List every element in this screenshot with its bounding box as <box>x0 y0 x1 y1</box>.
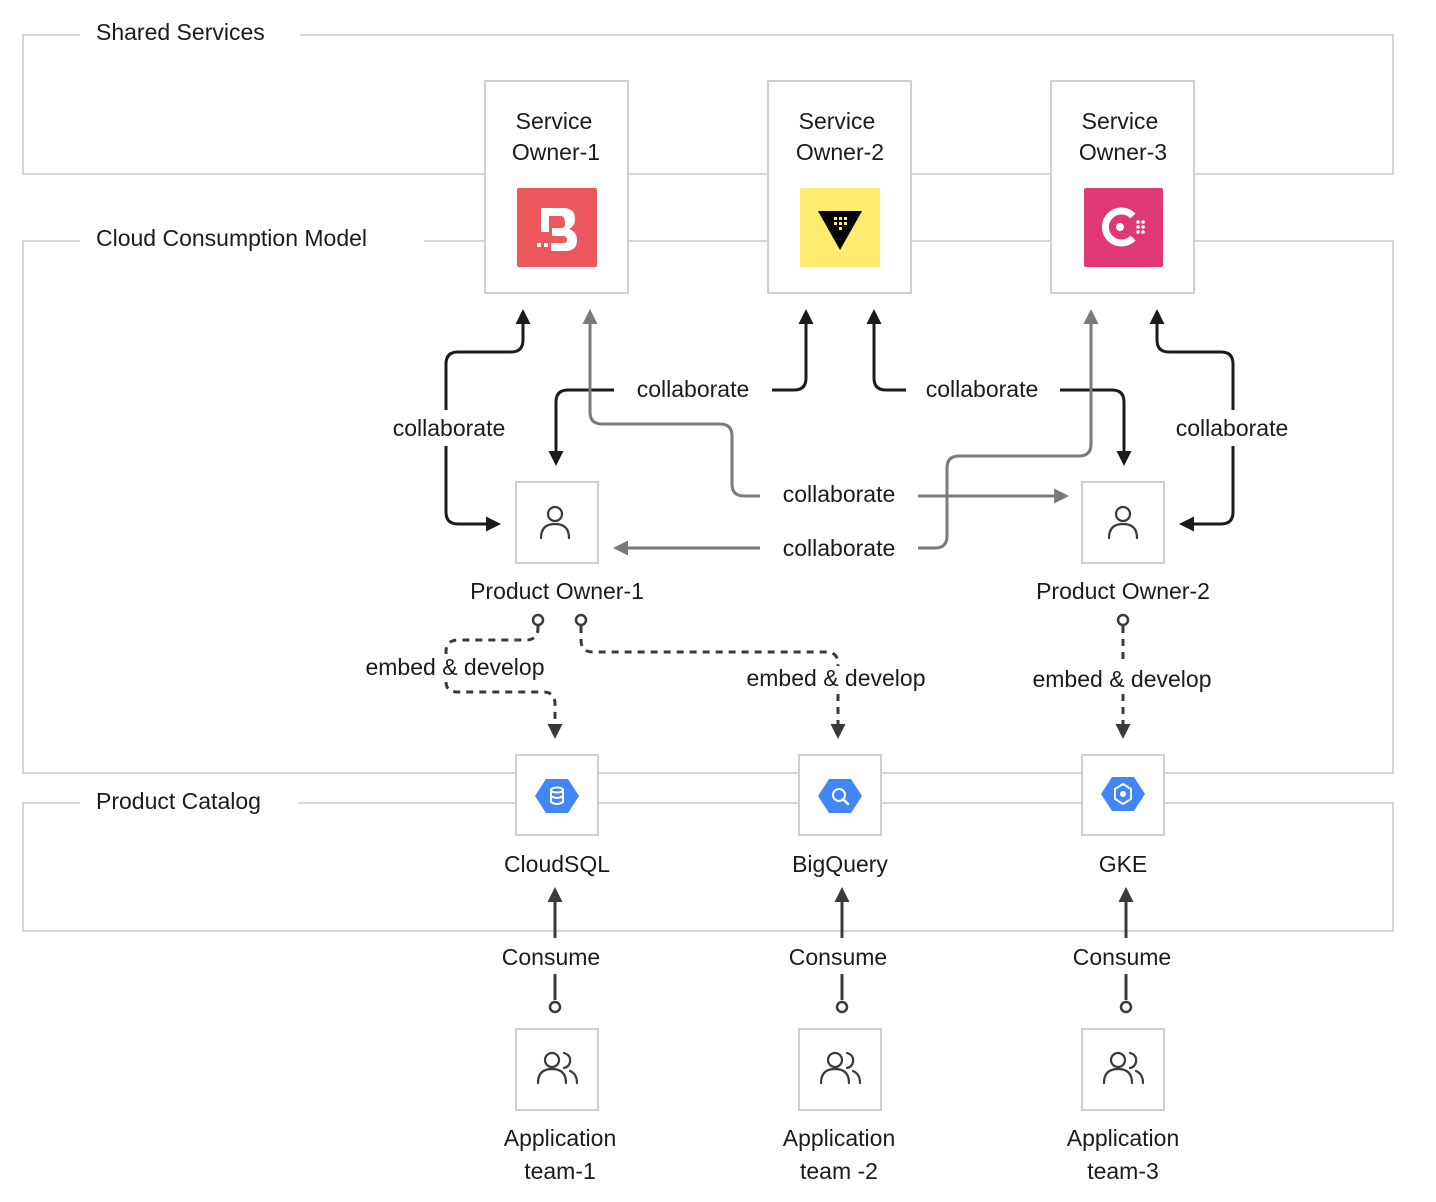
edge-label-collaborate-right: collaborate <box>1176 415 1289 441</box>
product-bigquery-card[interactable]: BigQuery <box>792 754 888 877</box>
service-owner-3-line2: Owner-3 <box>1079 139 1167 165</box>
bigquery-icon <box>818 779 862 813</box>
edge-label-consume-3: Consume <box>1073 944 1171 970</box>
vault-logo-icon <box>800 188 880 267</box>
service-owner-2-line1: Service <box>799 108 876 134</box>
product-cloudsql-card[interactable]: CloudSQL <box>504 754 610 877</box>
edge-label-embed-1: embed & develop <box>365 654 544 680</box>
edge-label-embed-2: embed & develop <box>746 665 925 691</box>
service-owner-1-line1: Service <box>516 108 593 134</box>
group-label-product-catalog: Product Catalog <box>96 788 261 814</box>
product-owner-1-card[interactable]: Product Owner-1 <box>470 481 644 604</box>
group-label-shared-services: Shared Services <box>96 19 265 45</box>
service-owner-2-line2: Owner-2 <box>796 139 884 165</box>
edge-so3-po1-gray <box>616 312 1091 548</box>
edge-label-collaborate-left: collaborate <box>393 415 506 441</box>
product-owner-1-label: Product Owner-1 <box>470 578 644 604</box>
app-team-1-line1: Application <box>504 1125 617 1151</box>
service-owner-1-line2: Owner-1 <box>512 139 600 165</box>
cloudsql-icon <box>535 779 579 813</box>
app-team-1-card[interactable]: Application team-1 <box>504 1028 617 1184</box>
edge-label-embed-3: embed & develop <box>1032 666 1211 692</box>
edge-label-consume-1: Consume <box>502 944 600 970</box>
port-po2 <box>1116 613 1130 627</box>
service-owner-2-card[interactable]: Service Owner-2 <box>767 80 912 294</box>
product-gke-card[interactable]: GKE <box>1081 754 1165 877</box>
edge-so1-po2-gray <box>590 312 1066 496</box>
edge-so3-po2-right <box>1157 312 1235 524</box>
group-label-cloud-consumption: Cloud Consumption Model <box>96 225 367 251</box>
product-cloudsql-label: CloudSQL <box>504 851 610 877</box>
app-team-2-line2: team -2 <box>800 1158 878 1184</box>
app-team-2-card[interactable]: Application team -2 <box>783 1028 896 1184</box>
service-owner-3-card[interactable]: Service Owner-3 <box>1050 80 1195 294</box>
product-bigquery-label: BigQuery <box>792 851 888 877</box>
app-team-3-card[interactable]: Application team-3 <box>1067 1028 1180 1184</box>
person-icon <box>539 505 571 540</box>
service-owner-1-card[interactable]: Service Owner-1 <box>484 80 629 294</box>
team-icon <box>819 1051 862 1085</box>
edge-label-collaborate-middle-2: collaborate <box>783 535 896 561</box>
product-owner-2-label: Product Owner-2 <box>1036 578 1210 604</box>
team-icon <box>1102 1051 1145 1085</box>
product-gke-label: GKE <box>1099 851 1148 877</box>
zone-product-catalog: Product Catalog <box>22 788 1394 932</box>
app-team-2-line1: Application <box>783 1125 896 1151</box>
edge-team3-gke <box>1121 890 1131 1014</box>
port-po1-b <box>574 613 588 627</box>
edge-label-collaborate-top-1: collaborate <box>637 376 750 402</box>
zone-shared-services: Shared Services <box>22 19 1394 175</box>
service-owner-3-line1: Service <box>1082 108 1159 134</box>
edge-team1-cloudsql <box>550 890 560 1014</box>
boundary-logo-icon <box>517 188 597 267</box>
edge-po1-cloudsql <box>444 626 555 736</box>
port-po1-a <box>531 613 545 627</box>
edge-po1-bigquery <box>579 626 838 736</box>
person-icon <box>1107 505 1139 540</box>
edge-team2-bigquery <box>837 890 847 1014</box>
edge-label-consume-2: Consume <box>789 944 887 970</box>
edge-so1-po1-left <box>444 312 523 524</box>
edge-label-collaborate-middle-1: collaborate <box>783 481 896 507</box>
team-icon <box>536 1051 579 1085</box>
consul-logo-icon <box>1084 188 1163 267</box>
product-owner-2-card[interactable]: Product Owner-2 <box>1036 481 1210 604</box>
gke-icon <box>1101 777 1145 811</box>
app-team-3-line2: team-3 <box>1087 1158 1159 1184</box>
app-team-3-line1: Application <box>1067 1125 1180 1151</box>
zone-cloud-consumption-model: Cloud Consumption Model <box>22 225 1394 774</box>
edge-label-collaborate-top-2: collaborate <box>926 376 1039 402</box>
app-team-1-line2: team-1 <box>524 1158 596 1184</box>
